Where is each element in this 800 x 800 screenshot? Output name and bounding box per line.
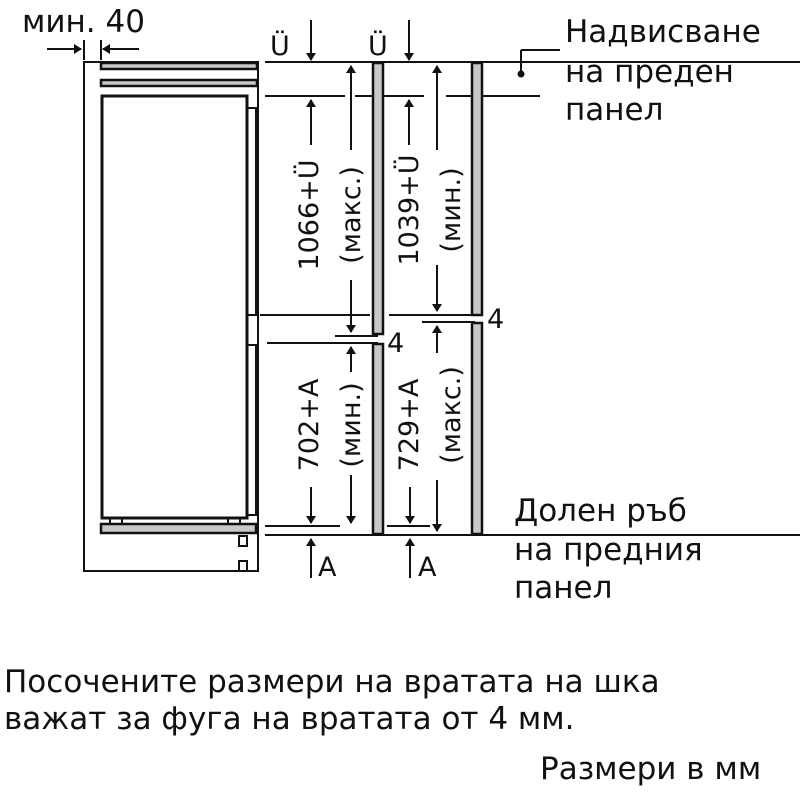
upper-min-dimension: 1039+Ü — [393, 154, 425, 265]
upper-min-note: (мин.) — [436, 167, 467, 252]
lower-max-dimension: 729+A — [394, 378, 425, 471]
dimension-arrows — [306, 65, 442, 532]
gap-label-1: 4 — [387, 328, 404, 359]
lower-min-dimension: 702+A — [294, 378, 325, 471]
appliance-drawing — [83, 61, 259, 572]
overhang-leader — [517, 49, 560, 78]
min-gap-label: мин. 40 — [22, 4, 145, 40]
overhang-symbol-1: Ü — [270, 30, 290, 62]
upper-max-note: (макс.) — [336, 166, 367, 264]
gap-label-2: 4 — [487, 304, 504, 335]
bottom-symbol-2: A — [418, 552, 437, 583]
note-line1: Посочените размери на вратата на шка — [4, 664, 660, 700]
units-note: Размери в мм — [540, 751, 761, 787]
overhang-symbol-2: Ü — [368, 30, 388, 62]
overhang-label-line1: Надвисване — [565, 14, 761, 50]
bottom-edge-label-line2: на предния — [514, 532, 703, 568]
overhang-label-line3: панел — [565, 92, 663, 128]
bottom-edge-label-line3: панел — [514, 570, 612, 606]
bottom-edge-label-line1: Долен ръб — [514, 493, 687, 529]
dimension-lines — [260, 61, 800, 536]
overhang-label-line2: на преден — [565, 54, 734, 90]
note-line2: важат за фуга на вратата от 4 мм. — [4, 701, 575, 737]
lower-max-note: (макс.) — [436, 366, 467, 464]
door-panels — [371, 61, 484, 536]
min-gap-arrows — [47, 40, 139, 60]
upper-max-dimension: 1066+Ü — [293, 159, 325, 270]
bottom-symbol-1: A — [318, 552, 337, 583]
lower-min-note: (мин.) — [336, 382, 367, 467]
